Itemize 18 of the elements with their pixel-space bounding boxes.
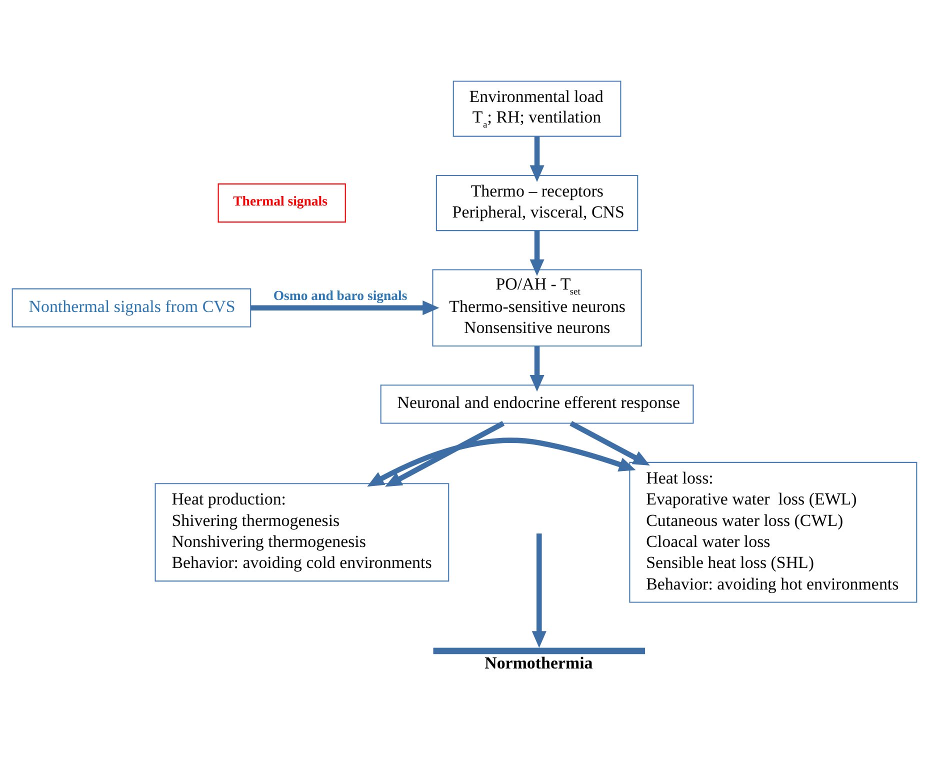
arrow <box>367 438 636 487</box>
arrow <box>250 300 440 316</box>
node-box <box>433 648 646 654</box>
label: Thermal signals <box>233 194 328 209</box>
node-box: Neuronal and endocrine efferent response <box>380 384 694 424</box>
node-box: Nonthermal signals from CVS <box>12 288 252 328</box>
node-box: Environmental load T$_{a}$; RH; ventilation <box>452 80 622 137</box>
arrow <box>530 230 544 276</box>
node-box: Heat loss: Evaporative water loss (EWL) Cutaneous water loss (CWL) Cloacal water loss Sensible heat loss (SHL) Behavior: avoiding hot environments <box>629 462 918 603</box>
node-box: PO/AH - T$_{set}$ Thermo-sensitive neurons Nonsensitive neurons <box>432 269 642 346</box>
node-box: Heat production: Shivering thermogenesis Nonshivering thermogenesis Behavior: avoiding cold environments <box>154 483 450 582</box>
arrow <box>530 136 544 182</box>
arrow <box>530 346 544 392</box>
arrow <box>385 421 505 487</box>
node-box: Thermo – receptors Peripheral, visceral, CNS <box>436 174 638 232</box>
arrow <box>532 534 546 648</box>
edge-label: Osmo and baro signals <box>273 288 408 303</box>
node-label: Normothermia <box>484 654 593 673</box>
